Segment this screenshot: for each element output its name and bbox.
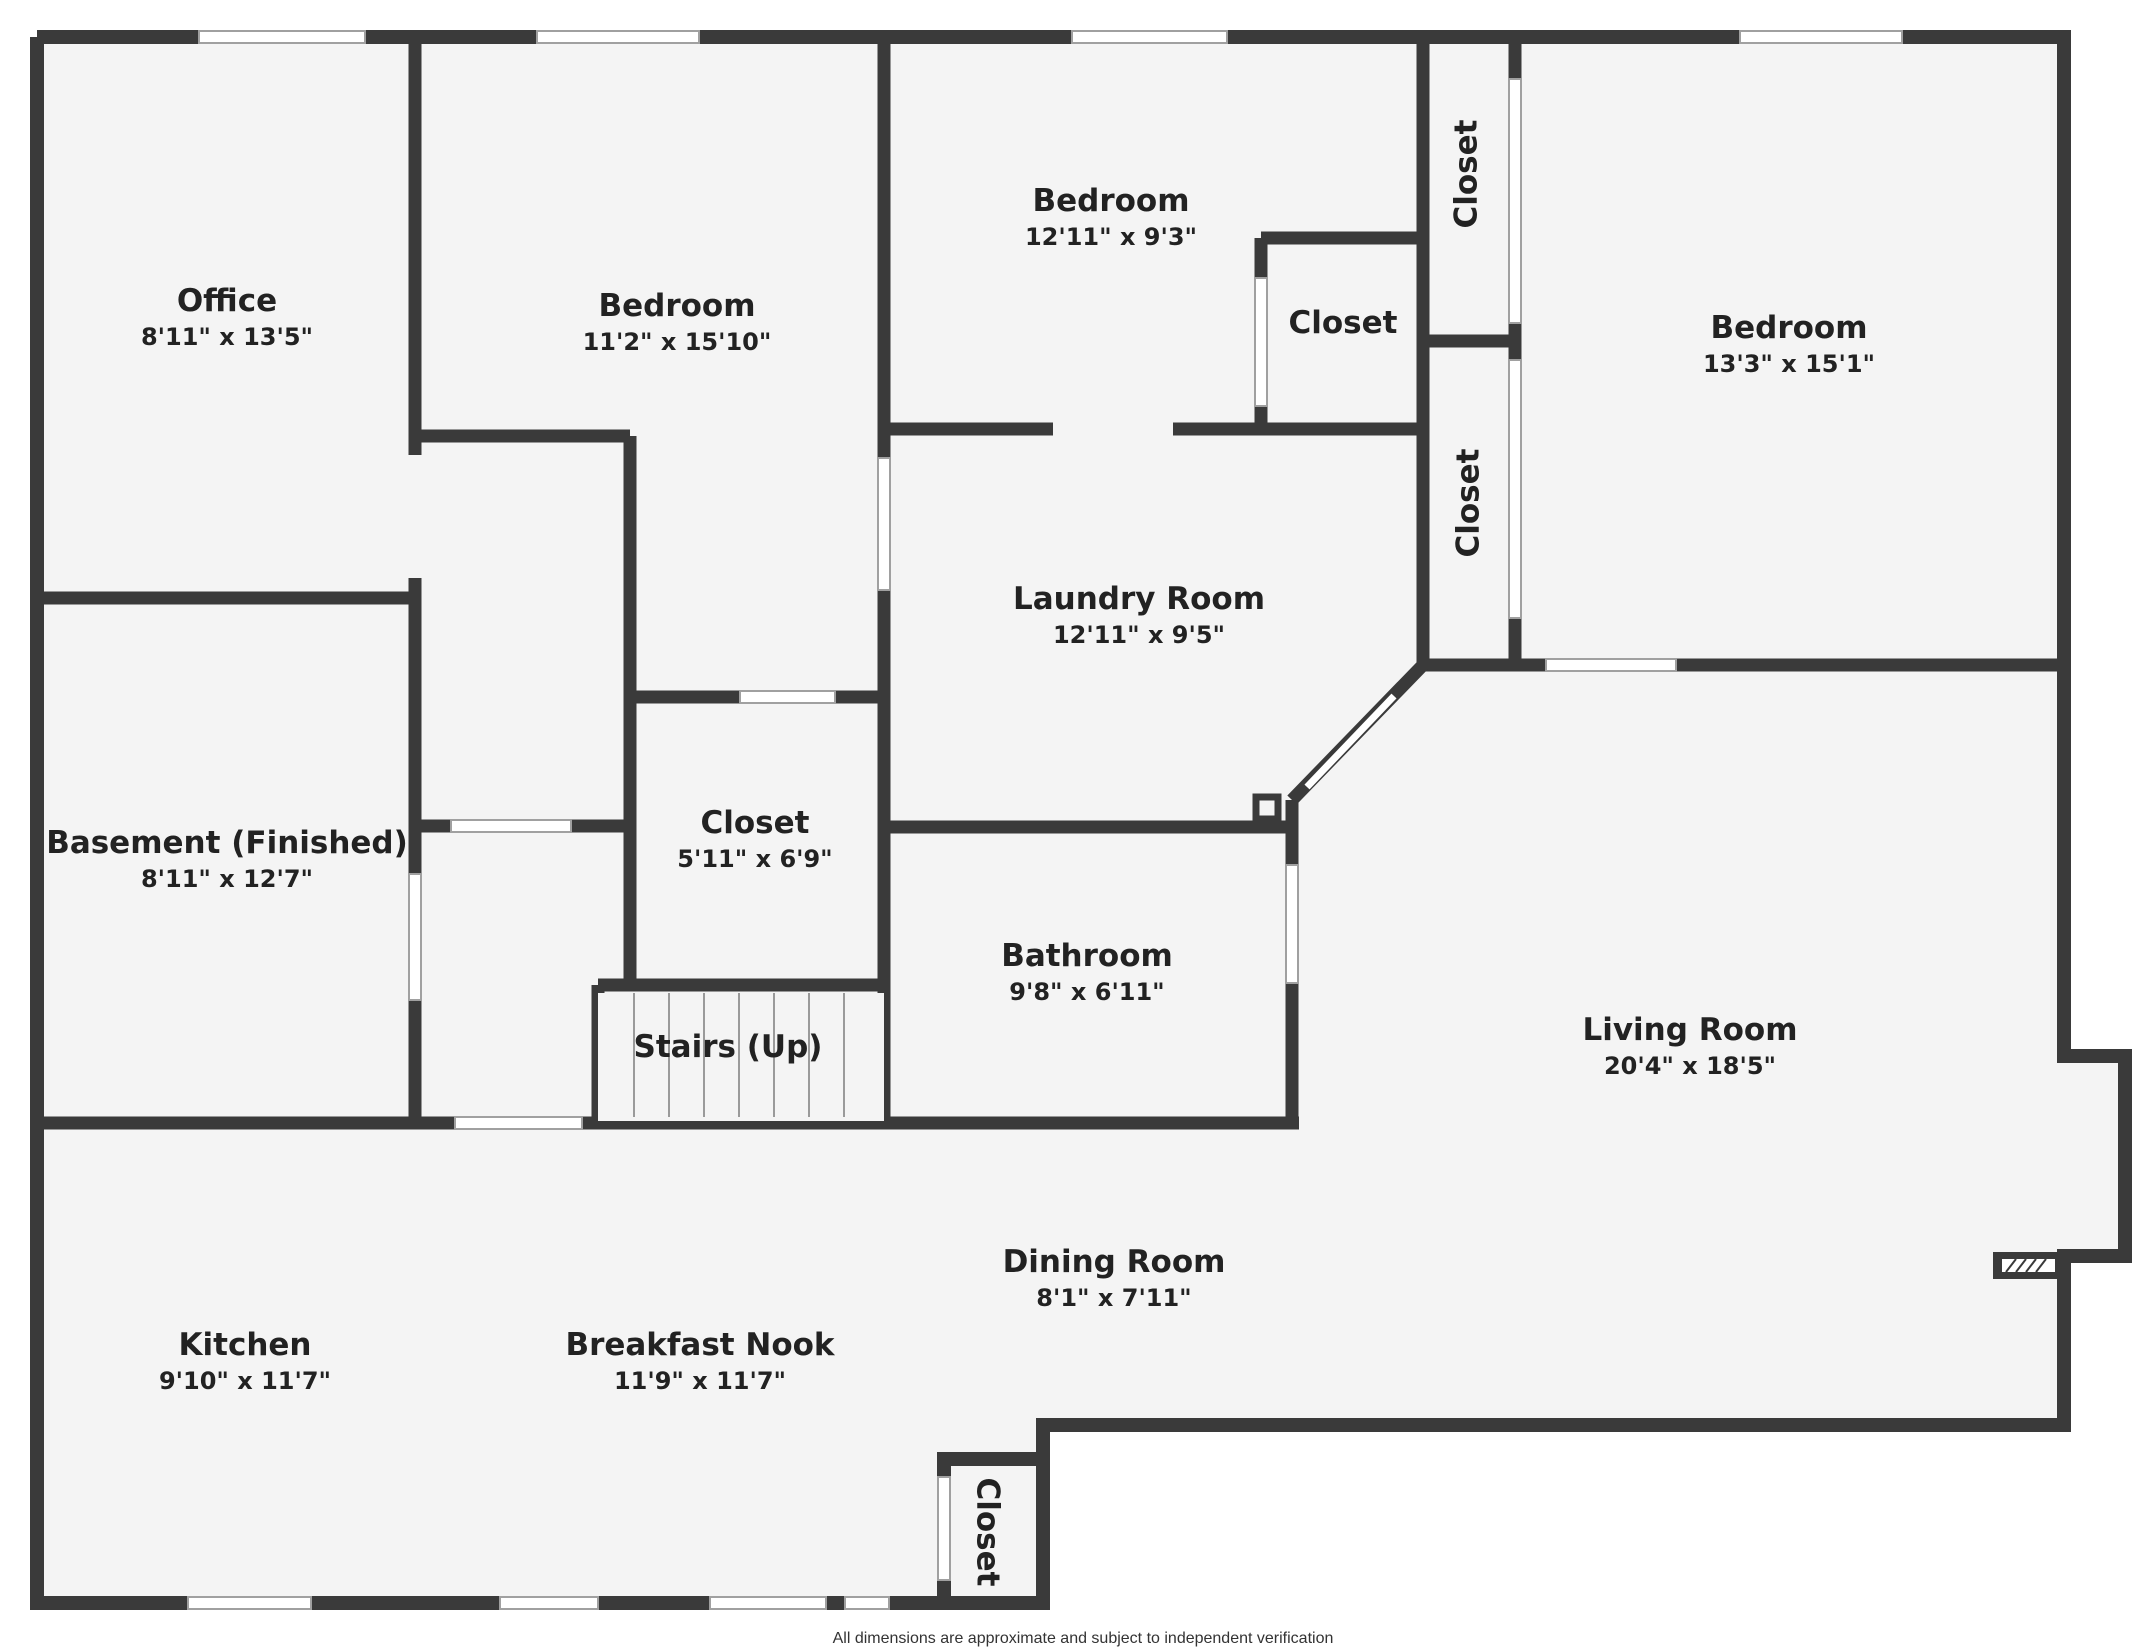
room-kitchen: Kitchen 9'10" x 11'7" xyxy=(159,1327,331,1395)
wall-column xyxy=(1252,793,1282,823)
room-breakfast-nook: Breakfast Nook 11'9" x 11'7" xyxy=(565,1327,835,1395)
room-dimensions: 11'2" x 15'10" xyxy=(583,328,772,356)
room-stairs: Stairs (Up) xyxy=(634,1029,823,1065)
room-labels: Office 8'11" x 13'5" Bedroom 11'2" x 15'… xyxy=(46,119,1875,1586)
room-closet-hall: Closet 5'11" x 6'9" xyxy=(677,805,832,873)
room-living: Living Room 20'4" x 18'5" xyxy=(1582,1012,1797,1080)
stairs-treads xyxy=(598,993,884,1121)
room-name: Basement (Finished) xyxy=(46,825,408,861)
room-laundry: Laundry Room 12'11" x 9'5" xyxy=(1013,581,1265,649)
room-closet-vertical-1: Closet xyxy=(1449,119,1485,228)
room-basement: Basement (Finished) 8'11" x 12'7" xyxy=(46,825,408,893)
room-name: Bedroom xyxy=(1032,183,1189,219)
windows xyxy=(187,30,1903,1610)
room-bedroom-2: Bedroom 12'11" x 9'3" xyxy=(1025,183,1197,251)
room-dimensions: 12'11" x 9'5" xyxy=(1053,621,1225,649)
floor-area xyxy=(37,37,2125,1603)
room-name: Closet xyxy=(1449,119,1485,228)
room-dimensions: 13'3" x 15'1" xyxy=(1703,350,1875,378)
room-bedroom-3: Bedroom 13'3" x 15'1" xyxy=(1703,310,1875,378)
room-dimensions: 5'11" x 6'9" xyxy=(677,845,832,873)
room-name: Stairs (Up) xyxy=(634,1029,823,1065)
room-closet-vertical-2: Closet xyxy=(1451,448,1487,557)
room-closet-kitchen: Closet xyxy=(970,1478,1006,1587)
diagonal-window xyxy=(1304,693,1397,790)
room-office: Office 8'11" x 13'5" xyxy=(141,283,313,351)
room-closet-bedroom-2: Closet xyxy=(1289,305,1398,341)
room-dimensions: 11'9" x 11'7" xyxy=(614,1367,786,1395)
room-name: Dining Room xyxy=(1003,1244,1226,1280)
room-dimensions: 8'11" x 12'7" xyxy=(141,865,313,893)
room-dimensions: 9'8" x 6'11" xyxy=(1009,978,1164,1006)
room-name: Living Room xyxy=(1582,1012,1797,1048)
disclaimer-text: All dimensions are approximate and subje… xyxy=(833,1630,1334,1647)
room-dining: Dining Room 8'1" x 7'11" xyxy=(1003,1244,1226,1312)
fireplace xyxy=(1993,1252,2064,1279)
room-dimensions: 12'11" x 9'3" xyxy=(1025,223,1197,251)
room-name: Bathroom xyxy=(1001,938,1173,974)
room-name: Office xyxy=(177,283,277,319)
room-name: Closet xyxy=(701,805,810,841)
room-name: Breakfast Nook xyxy=(565,1327,835,1363)
room-name: Laundry Room xyxy=(1013,581,1265,617)
room-name: Closet xyxy=(1451,448,1487,557)
room-dimensions: 9'10" x 11'7" xyxy=(159,1367,331,1395)
room-dimensions: 8'11" x 13'5" xyxy=(141,323,313,351)
room-name: Bedroom xyxy=(598,288,755,324)
room-bedroom-1: Bedroom 11'2" x 15'10" xyxy=(583,288,772,356)
room-dimensions: 20'4" x 18'5" xyxy=(1604,1052,1776,1080)
room-dimensions: 8'1" x 7'11" xyxy=(1036,1284,1191,1312)
room-name: Closet xyxy=(1289,305,1398,341)
room-name: Closet xyxy=(970,1478,1006,1587)
room-name: Kitchen xyxy=(178,1327,311,1363)
room-bathroom: Bathroom 9'8" x 6'11" xyxy=(1001,938,1173,1006)
room-name: Bedroom xyxy=(1710,310,1867,346)
